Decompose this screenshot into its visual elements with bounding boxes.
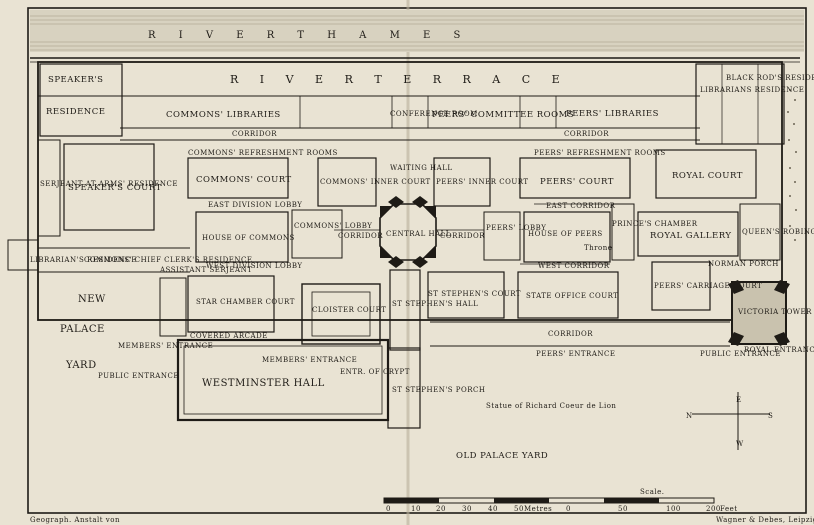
commons-court [187,157,289,199]
scale-tick-2: 20 [436,505,446,513]
compass-s: S [768,412,773,420]
imprint-right: Wagner & Debes, Leipzig. [716,516,814,524]
label-victoria-tower: VICTORIA TOWER [737,308,812,316]
label-members-entrance-mid: MEMBERS' ENTRANCE [262,356,357,364]
label-corridor-right: CORRIDOR [564,130,609,138]
label-east-division-lobby: EAST DIVISION LOBBY [208,201,302,209]
label-commons-libraries: COMMONS' LIBRARIES [166,110,281,120]
label-commons-chief-clerks: COMMONS' CHIEF CLERK'S RESIDENCE [84,256,252,264]
label-black-rods-residence: BLACK ROD'S RESIDENCE [726,74,814,82]
label-speakers-residence-bottom: RESIDENCE [46,107,105,117]
house-of-peers [523,211,611,263]
label-speakers-court: SPEAKER'S COURT [68,183,162,193]
label-central-hall: CENTRAL HALL [386,230,451,238]
scale-tick-5: 50 [514,505,524,513]
label-public-entrance-left: PUBLIC ENTRANCE [98,372,179,380]
label-entr-of-crypt: ENTR. OF CRYPT [340,368,410,376]
label-public-entrance-right: PUBLIC ENTRANCE [700,350,781,358]
label-west-corridor: WEST CORRIDOR [538,262,610,270]
river-label: R I V E R T H A M E S [148,30,470,41]
house-of-commons [195,211,289,263]
scale-title: Scale. [640,488,665,496]
label-peers-inner-court: PEERS' INNER COURT [436,178,529,186]
label-covered-arcade: COVERED ARCADE [190,332,268,340]
label-royal-gallery: ROYAL GALLERY [650,231,731,241]
label-speakers-residence-top: SPEAKER'S [48,75,104,85]
scale-bar [383,497,715,504]
label-waiting-hall: WAITING HALL [390,164,453,172]
label-corridor-left: CORRIDOR [232,130,277,138]
label-yard: YARD [65,360,97,371]
scale-feet-tick-1: 50 [618,505,628,513]
label-east-corridor: EAST CORRIDOR [546,202,616,210]
label-corridor-c2: CORRIDOR [440,232,485,240]
compass-e: E [736,396,742,404]
speakers-court [63,143,155,231]
label-west-division-lobby: WEST DIVISION LOBBY [206,262,303,270]
label-corridor-c1: CORRIDOR [338,232,383,240]
scale-feet-tick-3: 200 [706,505,721,513]
label-cloister-court: CLOISTER COURT [312,306,386,314]
label-peers-committee-rooms: PEERS' COMMITTEE ROOMS [432,110,574,120]
label-westminster-hall: WESTMINSTER HALL [202,378,325,389]
label-commons-court: COMMONS' COURT [196,175,292,185]
scale-tick-4: 40 [488,505,498,513]
label-statue: Statue of Richard Coeur de Lion [486,402,616,410]
label-new: NEW [78,294,106,305]
label-royal-entrance: ROYAL ENTRANCE [744,346,814,354]
label-norman-porch: NORMAN PORCH [708,260,779,268]
compass-w: W [736,440,744,448]
victoria-tower [728,280,790,346]
compass [692,392,770,450]
cloister-court [301,283,381,345]
label-st-stephens-court: ST STEPHEN'S COURT [428,290,521,298]
terrace-label: R I V E R T E R R A C E [230,73,569,86]
label-commons-inner-court: COMMONS' INNER COURT [320,178,431,186]
label-peers-carriage-court: PEERS' CARRIAGE COURT [654,282,762,290]
scale-feet: Feet [720,505,738,513]
scale-tick-0: 0 [386,505,391,513]
label-peers-refreshment-rooms: PEERS' REFRESHMENT ROOMS [534,149,666,157]
scale-feet-tick-0: 0 [566,505,571,513]
river-thames [30,10,804,52]
label-commons-lobby: COMMONS' LOBBY [294,222,372,230]
label-star-chamber-court: STAR CHAMBER COURT [196,298,295,306]
label-members-entrance-left: MEMBERS' ENTRANCE [118,342,213,350]
label-palace: PALACE [60,324,105,335]
scale-metres: Metres [524,505,552,513]
label-queens-robing-room: QUEEN'S ROBING ROOM [742,228,814,236]
compass-n: N [686,412,693,420]
label-old-palace-yard: OLD PALACE YARD [456,451,548,461]
label-peers-court: PEERS' COURT [540,177,614,187]
label-corridor-lower: CORRIDOR [548,330,593,338]
label-state-office-court: STATE OFFICE COURT [526,292,618,300]
label-royal-court: ROYAL COURT [672,171,743,181]
scale-tick-1: 10 [411,505,421,513]
label-librarians-residence-right: LIBRARIANS RESIDENCE [700,86,804,94]
label-peers-entrance: PEERS' ENTRANCE [536,350,615,358]
label-assistant-serjeant: ASSISTANT SERJEANT [159,266,252,274]
label-serjeant-at-arms: SERJEANT AT ARMS' RESIDENCE [40,180,178,188]
label-peers-lobby: PEERS' LOBBY [486,224,546,232]
label-commons-refreshment-rooms: COMMONS' REFRESHMENT ROOMS [188,149,338,157]
label-house-of-peers: HOUSE OF PEERS [528,230,603,238]
label-st-stephens-porch: ST STEPHEN'S PORCH [392,386,485,394]
label-librarians-residence-left: LIBRARIAN'S RESIDENCE [30,256,137,264]
imprint-left: Geograph. Anstalt von [30,516,120,524]
label-house-of-commons: HOUSE OF COMMONS [202,234,295,242]
label-throne: Throne [584,244,612,252]
scale-feet-tick-2: 100 [666,505,681,513]
label-conference-room: CONFERENCE ROOM [390,110,478,118]
label-princes-chamber: PRINCE'S CHAMBER [612,220,698,228]
label-peers-libraries: PEERS' LIBRARIES [566,109,659,119]
label-st-stephens-hall: ST STEPHEN'S HALL [392,300,478,308]
scale-tick-3: 30 [462,505,472,513]
